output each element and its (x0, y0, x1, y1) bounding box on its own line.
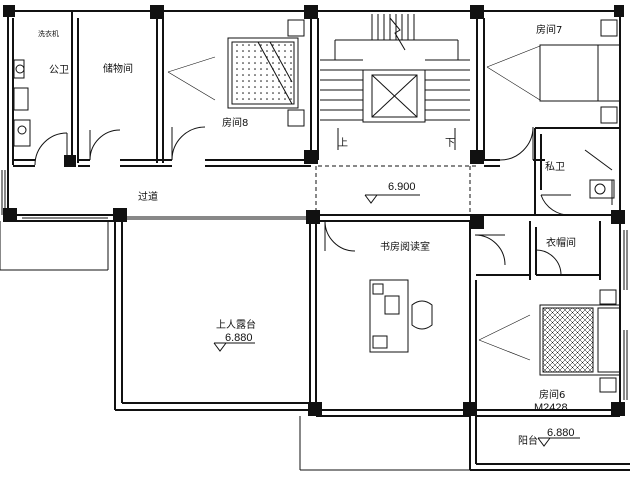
room-label-room8: 房间8 (222, 116, 248, 129)
room-label-corridor: 过道 (138, 190, 158, 203)
room-label-room7: 房间7 (536, 23, 562, 36)
wc-fixtures (13, 59, 615, 199)
room-label-storage: 储物间 (103, 62, 133, 75)
door-code: M2428 (534, 402, 568, 414)
study-desk (369, 279, 433, 353)
room-label-terrace: 上人露台 (216, 318, 256, 331)
elevation-corridor: 6.900 (388, 181, 416, 193)
sight-lines (167, 45, 541, 361)
bed-room6 (539, 289, 621, 393)
structural-columns (3, 5, 625, 416)
room-label-closet: 衣帽间 (546, 236, 576, 249)
room-label-balcony: 阳台 (518, 434, 538, 447)
elevation-markers (213, 194, 580, 447)
elevation-terrace: 6.880 (225, 332, 253, 344)
elevation-balcony: 6.880 (547, 427, 575, 439)
bed-room7 (539, 19, 621, 124)
thin-walls (0, 165, 628, 471)
stair-up-label: 上 (338, 137, 348, 149)
bed-room8 (227, 19, 305, 127)
room-label-study: 书房阅读室 (380, 240, 430, 253)
room-label-private-wc: 私卫 (545, 161, 565, 173)
stairwell (320, 14, 470, 150)
room-label-room6: 房间6 (539, 388, 565, 401)
stair-down-label: 下 (445, 138, 455, 149)
room-label-public-wc: 公卫 (49, 65, 69, 76)
doors (34, 126, 572, 276)
washer-label: 洗衣机 (38, 29, 59, 38)
